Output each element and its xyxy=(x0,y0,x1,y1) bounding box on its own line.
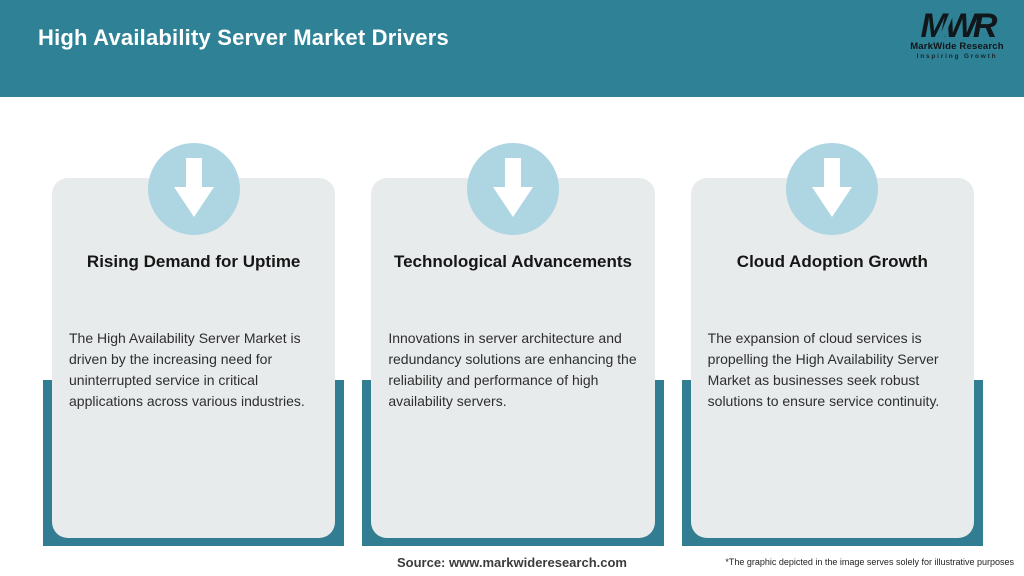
driver-card: Rising Demand for Uptime The High Availa… xyxy=(52,178,336,538)
arrow-down-icon xyxy=(812,158,853,217)
driver-card-body: The High Availability Server Market is d… xyxy=(69,330,305,409)
arrow-down-icon xyxy=(492,158,533,217)
driver-card-title: Technological Advancements xyxy=(393,252,633,271)
source-text: Source: www.markwideresearch.com xyxy=(396,555,627,570)
logo-name: MarkWide Research xyxy=(910,41,1004,52)
disclaimer-text: *The graphic depicted in the image serve… xyxy=(725,557,1014,567)
header-band: High Availability Server Market Drivers … xyxy=(0,0,1024,97)
driver-card: Cloud Adoption Growth The expansion of c… xyxy=(690,178,974,538)
driver-card-body: Innovations in server architecture and r… xyxy=(388,330,637,409)
logo-tagline: Inspiring Growth xyxy=(916,53,998,60)
arrow-circle xyxy=(786,143,879,235)
driver-card-title: Cloud Adoption Growth xyxy=(736,252,928,271)
driver-column-2: Technological Advancements Innovations i… xyxy=(362,143,664,546)
drivers-row: Rising Demand for Uptime The High Availa… xyxy=(43,143,983,546)
driver-card: Technological Advancements Innovations i… xyxy=(371,178,655,538)
driver-card-body: The expansion of cloud services is prope… xyxy=(707,330,940,409)
driver-column-3: Cloud Adoption Growth The expansion of c… xyxy=(681,143,983,546)
arrow-down-icon xyxy=(173,158,214,217)
markwide-logo: MWR MarkWide Research Inspiring Growth xyxy=(902,7,1012,60)
arrow-circle xyxy=(147,143,240,235)
driver-card-title: Rising Demand for Uptime xyxy=(86,252,301,271)
arrow-circle xyxy=(466,143,559,235)
svg-text:MWR: MWR xyxy=(921,7,998,43)
page-title: High Availability Server Market Drivers xyxy=(38,25,449,50)
mwr-wordmark-icon: MWR xyxy=(921,7,1002,43)
driver-column-1: Rising Demand for Uptime The High Availa… xyxy=(43,143,345,546)
